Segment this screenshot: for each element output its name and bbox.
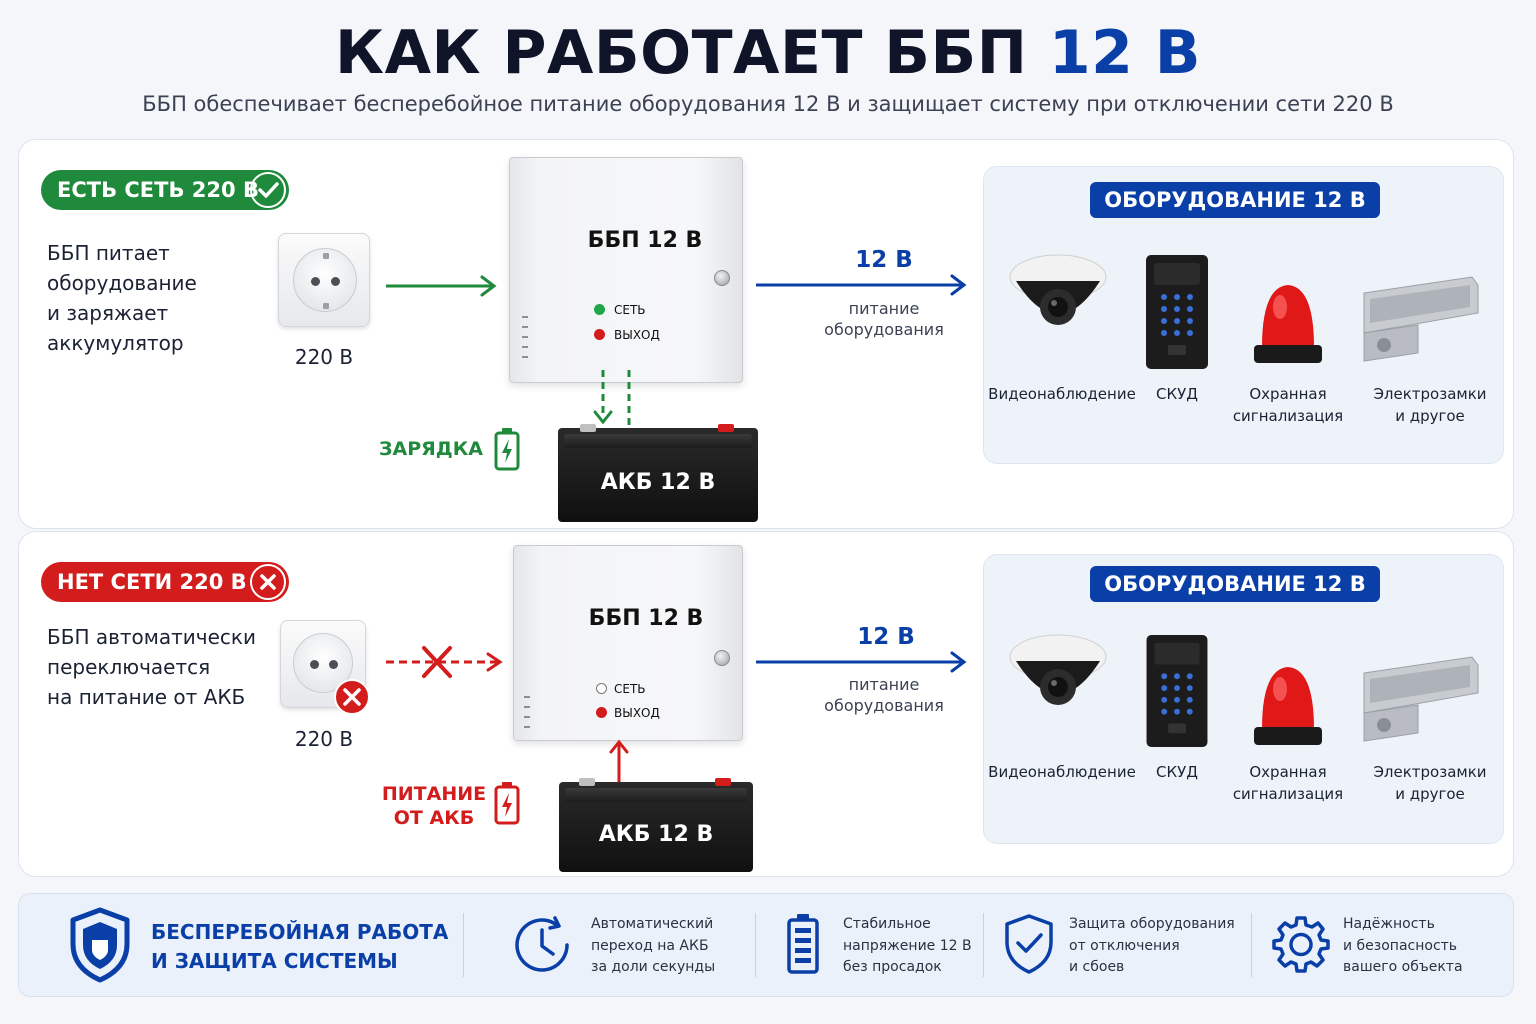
shield-icon (70, 907, 130, 983)
siren-icon (1254, 285, 1322, 363)
benefits-footer: БЕСПЕРЕБОЙНАЯ РАБОТА И ЗАЩИТА СИСТЕМЫ Ав… (18, 893, 1514, 997)
dome-camera-icon (1009, 254, 1107, 325)
battery-charging-icon (494, 428, 520, 471)
battery-to-ups-arrow (609, 739, 629, 788)
battery-backup: АКБ 12 В (559, 778, 753, 872)
power-outlet (278, 233, 370, 327)
outlet-voltage-label: 220 В (294, 345, 354, 369)
equipment-label-locks: Электрозамки и другое (1373, 385, 1487, 425)
equipment-label-video: Видеонаблюдение (988, 763, 1136, 781)
access-keypad-icon (1146, 255, 1208, 369)
battery-discharging-icon (494, 782, 520, 825)
cross-icon (250, 564, 286, 600)
battery-icon (787, 914, 819, 974)
output-description: питание оборудования (824, 299, 944, 339)
output-led-on (596, 707, 607, 718)
charging-label: ЗАРЯДКА (379, 438, 483, 460)
equipment-label-access: СКУД (1156, 385, 1198, 403)
output-voltage: 12 В (855, 247, 913, 273)
output-voltage-off: 12 В (857, 624, 915, 650)
mains-on-badge-label: ЕСТЬ СЕТЬ 220 В (57, 178, 259, 202)
feature-stable-voltage: Стабильное напряжение 12 В без просадок (843, 916, 972, 975)
ups-screw (714, 270, 730, 286)
output-led (594, 329, 605, 340)
magnetic-lock-icon (1363, 276, 1479, 362)
gear-icon (1272, 916, 1330, 973)
access-keypad-icon (1146, 634, 1208, 748)
equipment-label-video: Видеонаблюдение (988, 385, 1136, 403)
feature-auto-switch: Автоматический переход на АКБ за доли се… (591, 916, 716, 975)
scenario-mains-on-panel: ЕСТЬ СЕТЬ 220 В ББП питает оборудование … (18, 139, 1514, 529)
scenario-mains-off-panel: НЕТ СЕТИ 220 В ББП автоматически переклю… (18, 531, 1514, 877)
battery-power-label: ПИТАНИЕ ОТ АКБ (381, 783, 487, 829)
mains-off-badge-label: НЕТ СЕТИ 220 В (57, 570, 247, 594)
feature-reliability: Надёжность и безопасность вашего объекта (1343, 916, 1463, 975)
power-led (594, 304, 605, 315)
page-title: КАК РАБОТАЕТ ББП 12 В (335, 18, 1201, 88)
charging-connection (593, 370, 631, 438)
equipment-label-alarm: Охранная сигнализация (1232, 763, 1344, 803)
mains-to-ups-arrow (386, 275, 497, 297)
shield-check-icon (1005, 914, 1053, 974)
page-subtitle: ББП обеспечивает бесперебойное питание о… (142, 92, 1394, 116)
ups-title: ББП 12 В (587, 228, 703, 253)
equipment-panel-2: ОБОРУДОВАНИЕ 12 В (983, 554, 1504, 844)
mains-off-description: ББП автоматически переключается на питан… (47, 625, 256, 709)
ups-to-equipment-arrow-2 (756, 651, 967, 673)
no-power-icon (334, 679, 370, 715)
clock-icon (515, 916, 569, 972)
outlet-voltage-label-off: 220 В (294, 727, 354, 751)
ups-to-equipment-arrow (756, 274, 967, 296)
equipment-label-access: СКУД (1156, 763, 1198, 781)
equipment-label-locks: Электрозамки и другое (1373, 763, 1487, 803)
footer-title: БЕСПЕРЕБОЙНАЯ РАБОТА И ЗАЩИТА СИСТЕМЫ (151, 920, 449, 973)
siren-icon (1254, 667, 1322, 745)
mains-on-description: ББП питает оборудование и заряжает аккум… (47, 241, 197, 355)
feature-protection: Защита оборудования от отключения и сбое… (1069, 916, 1235, 975)
battery: АКБ 12 В (558, 424, 758, 522)
ups-unit: ББП 12 В СЕТЬ ВЫХОД (509, 157, 743, 383)
mains-on-badge: ЕСТЬ СЕТЬ 220 В (41, 170, 289, 210)
equipment-label-alarm: Охранная сигнализация (1232, 385, 1344, 425)
power-led-off (596, 683, 607, 694)
check-icon (250, 172, 286, 208)
equipment-panel: ОБОРУДОВАНИЕ 12 В (983, 166, 1504, 464)
output-description-off: питание оборудования (824, 675, 944, 715)
mains-off-badge: НЕТ СЕТИ 220 В (41, 562, 289, 602)
magnetic-lock-icon (1363, 656, 1479, 742)
mains-disconnected-arrow (386, 646, 503, 678)
equipment-title: ОБОРУДОВАНИЕ 12 В (1090, 182, 1380, 218)
dome-camera-icon (1009, 634, 1107, 705)
ups-unit-battery-mode: ББП 12 В СЕТЬ ВЫХОД (513, 545, 743, 741)
